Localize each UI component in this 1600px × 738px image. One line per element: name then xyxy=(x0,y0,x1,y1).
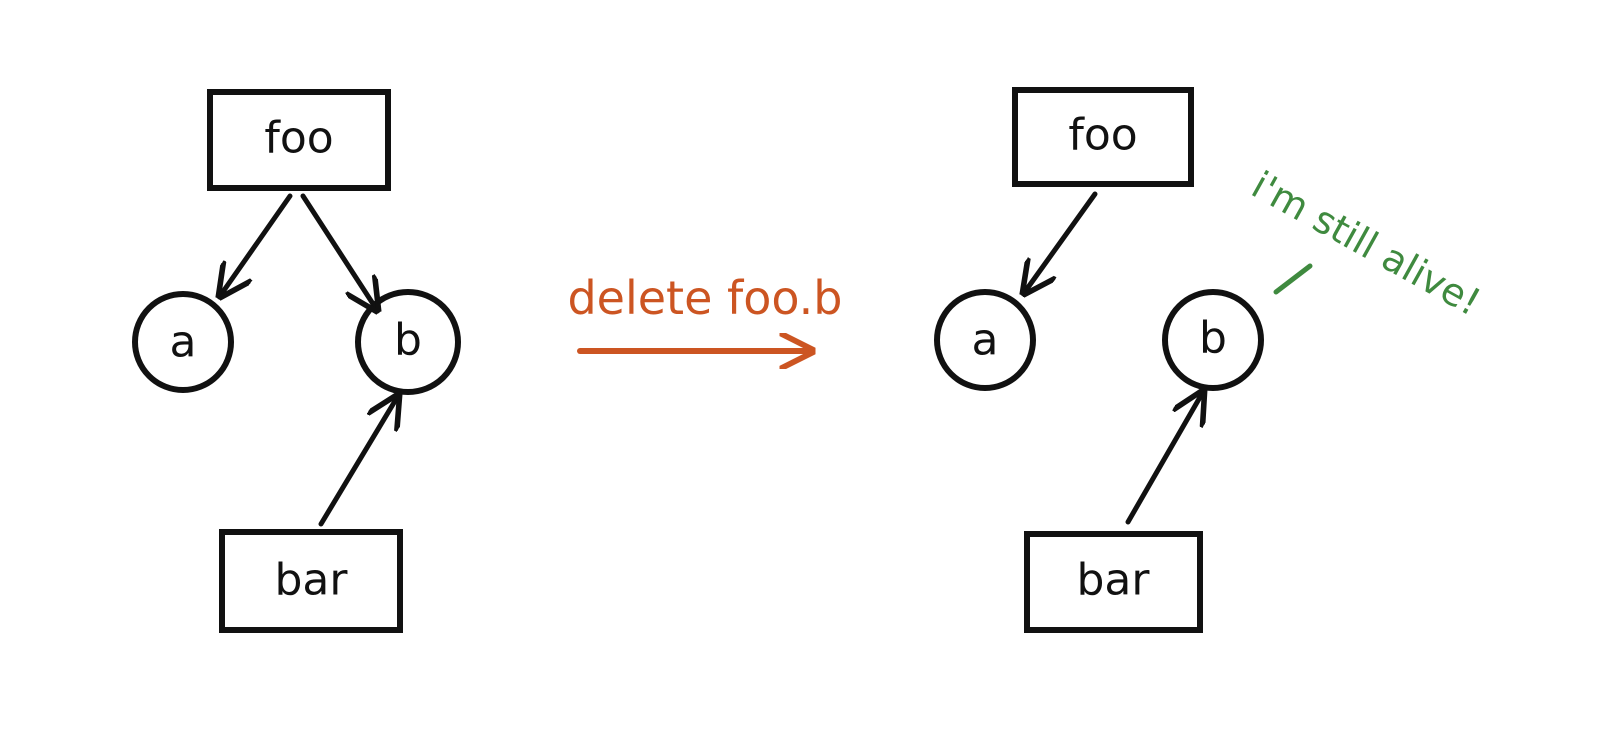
before-graph: foo a b bar xyxy=(132,89,461,633)
node-a-label: a xyxy=(170,317,197,368)
node-foo-label: foo xyxy=(1068,110,1137,161)
edge-foo-a-before xyxy=(220,193,293,296)
node-a-before xyxy=(132,291,234,393)
edge-foo-a-after xyxy=(1024,191,1098,293)
action-label: delete foo.b xyxy=(567,271,842,325)
annotation-pointer xyxy=(1273,263,1313,295)
after-graph: foo a b bar i'm still alive! xyxy=(934,87,1489,633)
node-b-label: b xyxy=(1199,313,1227,364)
action: delete foo.b xyxy=(567,271,843,351)
edge-bar-b-after xyxy=(1125,392,1203,525)
node-bar-before xyxy=(219,529,403,633)
node-a-after xyxy=(934,289,1036,391)
node-b-label: b xyxy=(394,315,422,366)
node-bar-label: bar xyxy=(1077,555,1151,606)
node-foo-after xyxy=(1012,87,1194,187)
edge-bar-b-before xyxy=(318,396,398,527)
node-bar-after xyxy=(1024,531,1203,633)
node-b-after xyxy=(1162,289,1264,391)
node-bar-label: bar xyxy=(275,555,349,606)
node-foo-label: foo xyxy=(264,113,333,164)
node-foo-before xyxy=(207,89,391,191)
node-b-before xyxy=(355,289,461,395)
node-a-label: a xyxy=(972,315,999,366)
edge-foo-b-before xyxy=(300,193,377,310)
annotation-text: i'm still alive! xyxy=(1245,163,1489,325)
